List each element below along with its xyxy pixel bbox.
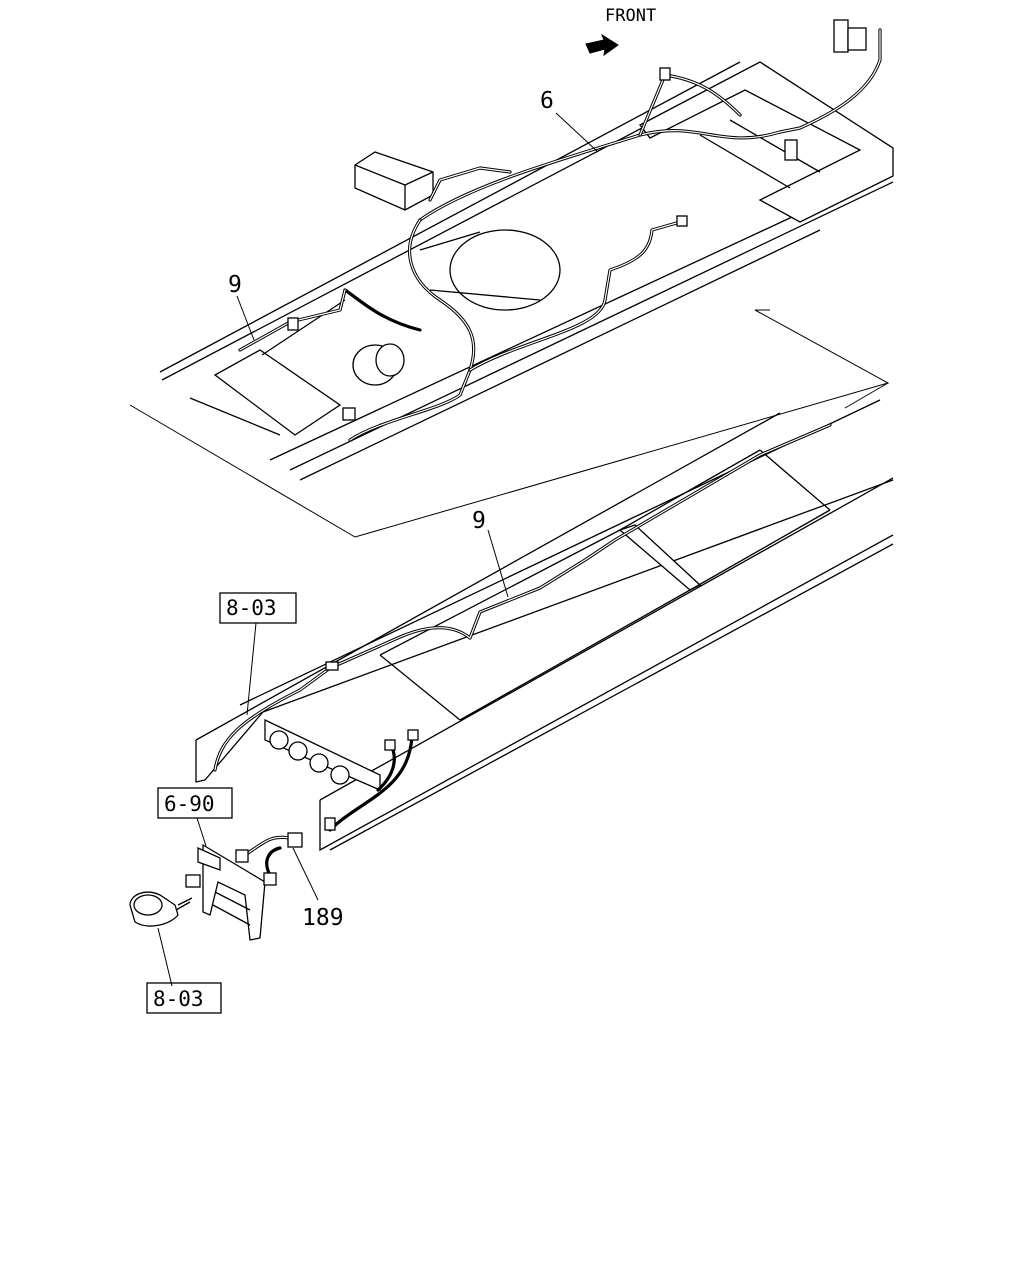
callout-wire-9-lower: 9 (472, 508, 486, 534)
ref-lamp: 8-03 (153, 987, 204, 1011)
ref-box-lamp (146, 982, 222, 1014)
front-arrow-icon (585, 33, 619, 57)
ref-box-rear-harness (219, 592, 297, 624)
ref-bracket: 6-90 (164, 792, 215, 816)
callout-harness-6: 6 (540, 88, 554, 114)
lower-chassis-view: 9 8-03 (195, 382, 894, 852)
rear-lamp-detail: 6-90 189 8-03 (129, 787, 344, 1014)
ref-rear-harness: 8-03 (226, 596, 277, 620)
ref-box-bracket (157, 787, 233, 819)
front-label: FRONT (605, 6, 656, 26)
front-indicator: FRONT (585, 6, 656, 57)
callout-connector-189: 189 (302, 905, 344, 931)
upper-chassis-view: 6 9 (129, 19, 894, 538)
connector-189-icon (287, 832, 303, 848)
upper-section-plane (129, 309, 890, 538)
connector-block-icon (833, 19, 849, 53)
callout-wire-9-upper: 9 (228, 272, 242, 298)
